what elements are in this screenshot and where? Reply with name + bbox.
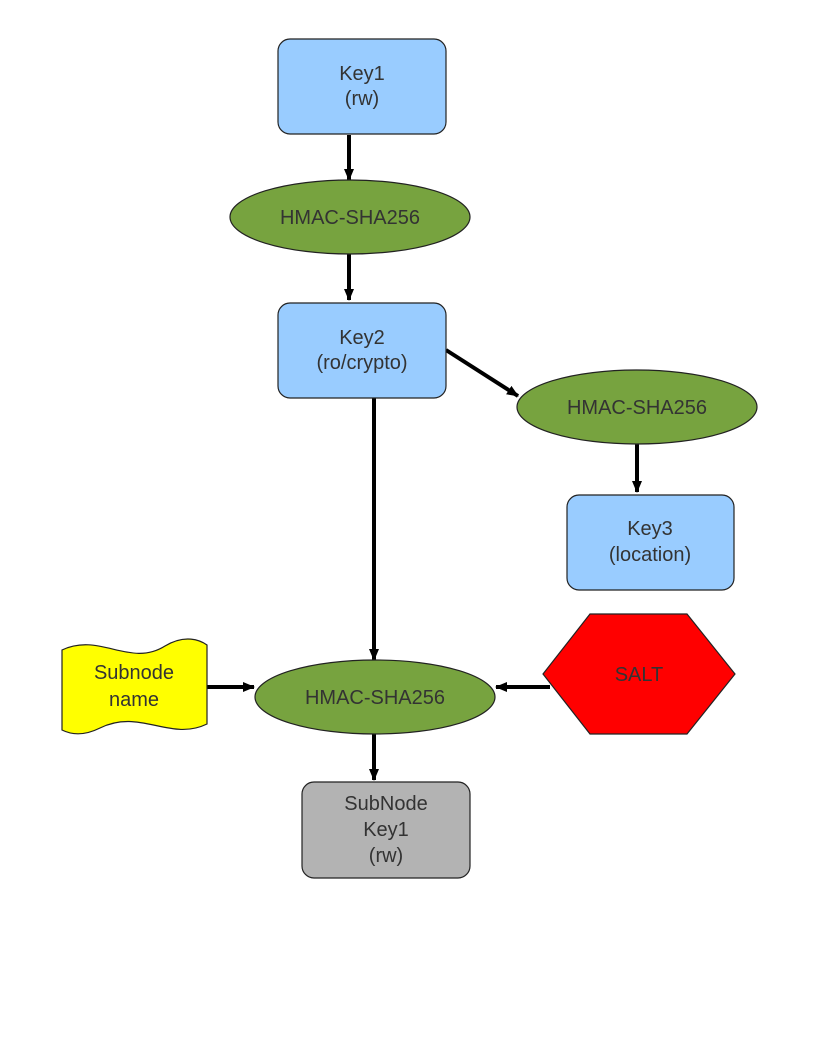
hmac-a-ellipse: HMAC-SHA256	[229, 179, 471, 255]
key2-label: Key2	[339, 327, 385, 349]
hmac-c-ellipse: HMAC-SHA256	[254, 659, 496, 735]
key3-box: Key3 (location)	[566, 494, 735, 591]
subnode-key1-line1: SubNode	[344, 793, 427, 815]
subnode-key1-box: SubNode Key1 (rw)	[301, 781, 471, 879]
key1-label: Key1	[339, 63, 385, 85]
subnode-key1-line3: (rw)	[369, 845, 403, 867]
subnode-name-line2: name	[109, 689, 159, 711]
key2-mode: (ro/crypto)	[316, 352, 407, 374]
subnode-name-line1: Subnode	[94, 662, 174, 684]
hmac-b-label: HMAC-SHA256	[567, 397, 707, 419]
subnode-key1-line2: Key1	[363, 819, 409, 841]
key3-mode: (location)	[609, 544, 691, 566]
key1-box: Key1 (rw)	[277, 38, 447, 135]
key3-label: Key3	[627, 518, 673, 540]
hmac-b-ellipse: HMAC-SHA256	[516, 369, 758, 445]
key2-box: Key2 (ro/crypto)	[277, 302, 447, 399]
key1-mode: (rw)	[345, 88, 379, 110]
edges	[207, 135, 642, 781]
hmac-c-label: HMAC-SHA256	[305, 687, 445, 709]
edge-key2-to-hmac-b	[444, 348, 520, 398]
subnode-name-shape: Subnode name	[61, 638, 208, 735]
salt-label: SALT	[615, 664, 664, 686]
hmac-a-label: HMAC-SHA256	[280, 207, 420, 229]
salt-hexagon: SALT	[542, 613, 736, 735]
